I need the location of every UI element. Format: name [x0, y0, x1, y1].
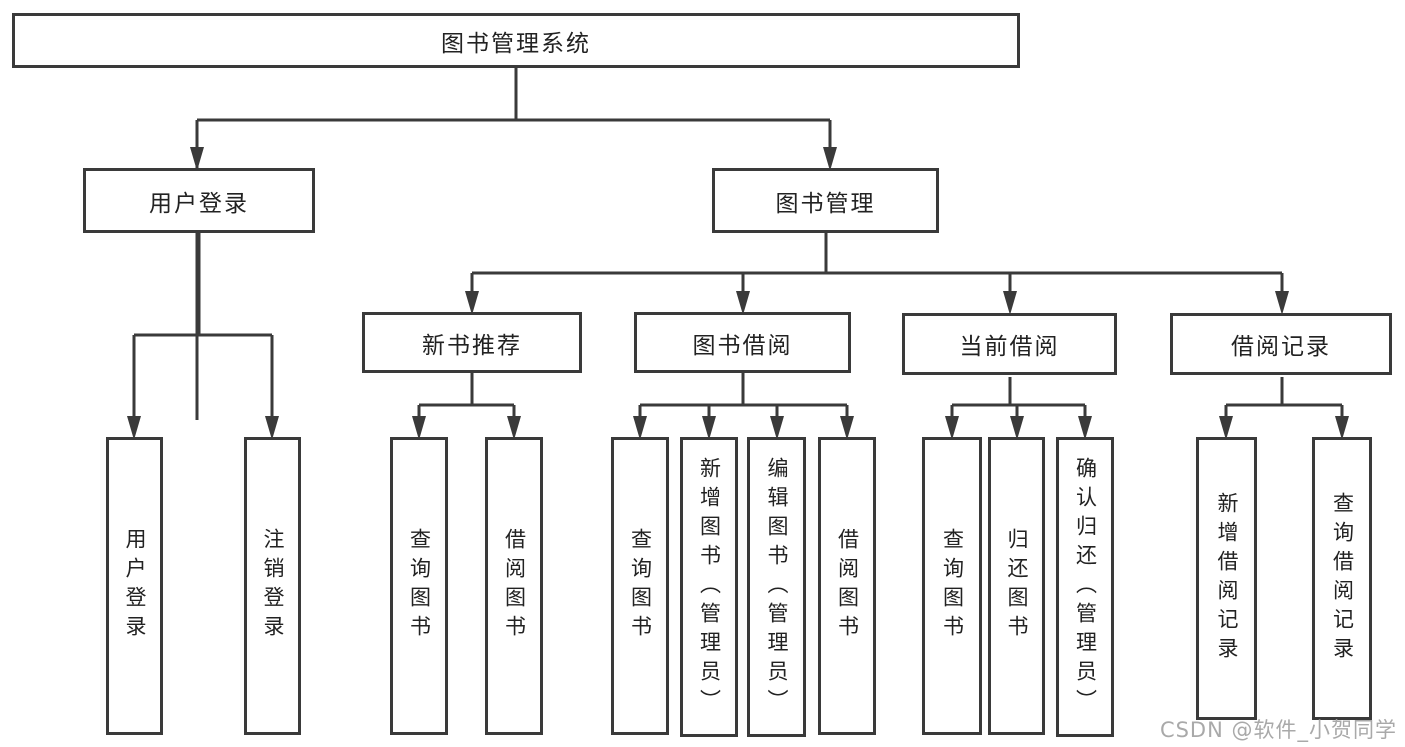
leaf-borrow-books-recommend: 借阅图书	[485, 437, 543, 735]
leaf-query-borrow-record: 查询借阅记录	[1312, 437, 1372, 720]
leaf-query-books-current: 查询图书	[922, 437, 982, 735]
connector-currentborrow-to-leaves	[950, 377, 1087, 417]
connector-userlogin-to-leaves	[132, 233, 274, 417]
arrow-icon	[702, 416, 716, 440]
leaf-return-books: 归还图书	[988, 437, 1045, 735]
connector-bookmgmt-to-level3	[470, 233, 1284, 292]
node-book-management: 图书管理	[712, 168, 939, 233]
arrow-icon	[770, 416, 784, 440]
arrow-icon	[1219, 416, 1233, 440]
node-user-login: 用户登录	[83, 168, 315, 233]
arrowheads	[127, 147, 1349, 440]
leaf-add-books-admin: 新增图书（管理员）	[680, 437, 738, 737]
node-borrow-records: 借阅记录	[1170, 313, 1392, 375]
leaf-user-login: 用户登录	[106, 437, 163, 735]
csdn-watermark: CSDN @软件_小贺同学	[1159, 718, 1397, 742]
leaf-add-borrow-record: 新增借阅记录	[1196, 437, 1257, 720]
arrow-icon	[1335, 416, 1349, 440]
node-current-borrow: 当前借阅	[902, 313, 1117, 375]
arrow-icon	[1010, 416, 1024, 440]
arrow-icon	[412, 416, 426, 440]
leaf-edit-books-admin: 编辑图书（管理员）	[747, 437, 806, 737]
leaf-logout: 注销登录	[244, 437, 301, 735]
node-new-book-recommend: 新书推荐	[362, 312, 582, 373]
leaf-query-books-borrow: 查询图书	[611, 437, 669, 735]
leaf-borrow-books: 借阅图书	[818, 437, 876, 735]
arrow-icon	[190, 147, 204, 171]
arrow-icon	[465, 291, 479, 315]
node-root-system: 图书管理系统	[12, 13, 1020, 68]
connector-borrowrecords-to-leaves	[1224, 377, 1344, 417]
arrow-icon	[127, 416, 141, 440]
node-book-borrow: 图书借阅	[634, 312, 851, 373]
arrow-icon	[633, 416, 647, 440]
arrow-icon	[1078, 416, 1092, 440]
leaf-confirm-return-admin: 确认归还（管理员）	[1056, 437, 1114, 737]
connector-newbook-to-leaves	[417, 373, 516, 417]
arrow-icon	[1003, 291, 1017, 315]
arrow-icon	[1275, 291, 1289, 315]
arrow-icon	[823, 147, 837, 171]
arrow-icon	[507, 416, 521, 440]
arrow-icon	[840, 416, 854, 440]
connector-bookborrow-to-leaves	[638, 373, 849, 417]
connector-root-to-level2	[195, 68, 832, 420]
arrow-icon	[945, 416, 959, 440]
arrow-icon	[736, 291, 750, 315]
arrow-icon	[265, 416, 279, 440]
leaf-query-books-recommend: 查询图书	[390, 437, 448, 735]
